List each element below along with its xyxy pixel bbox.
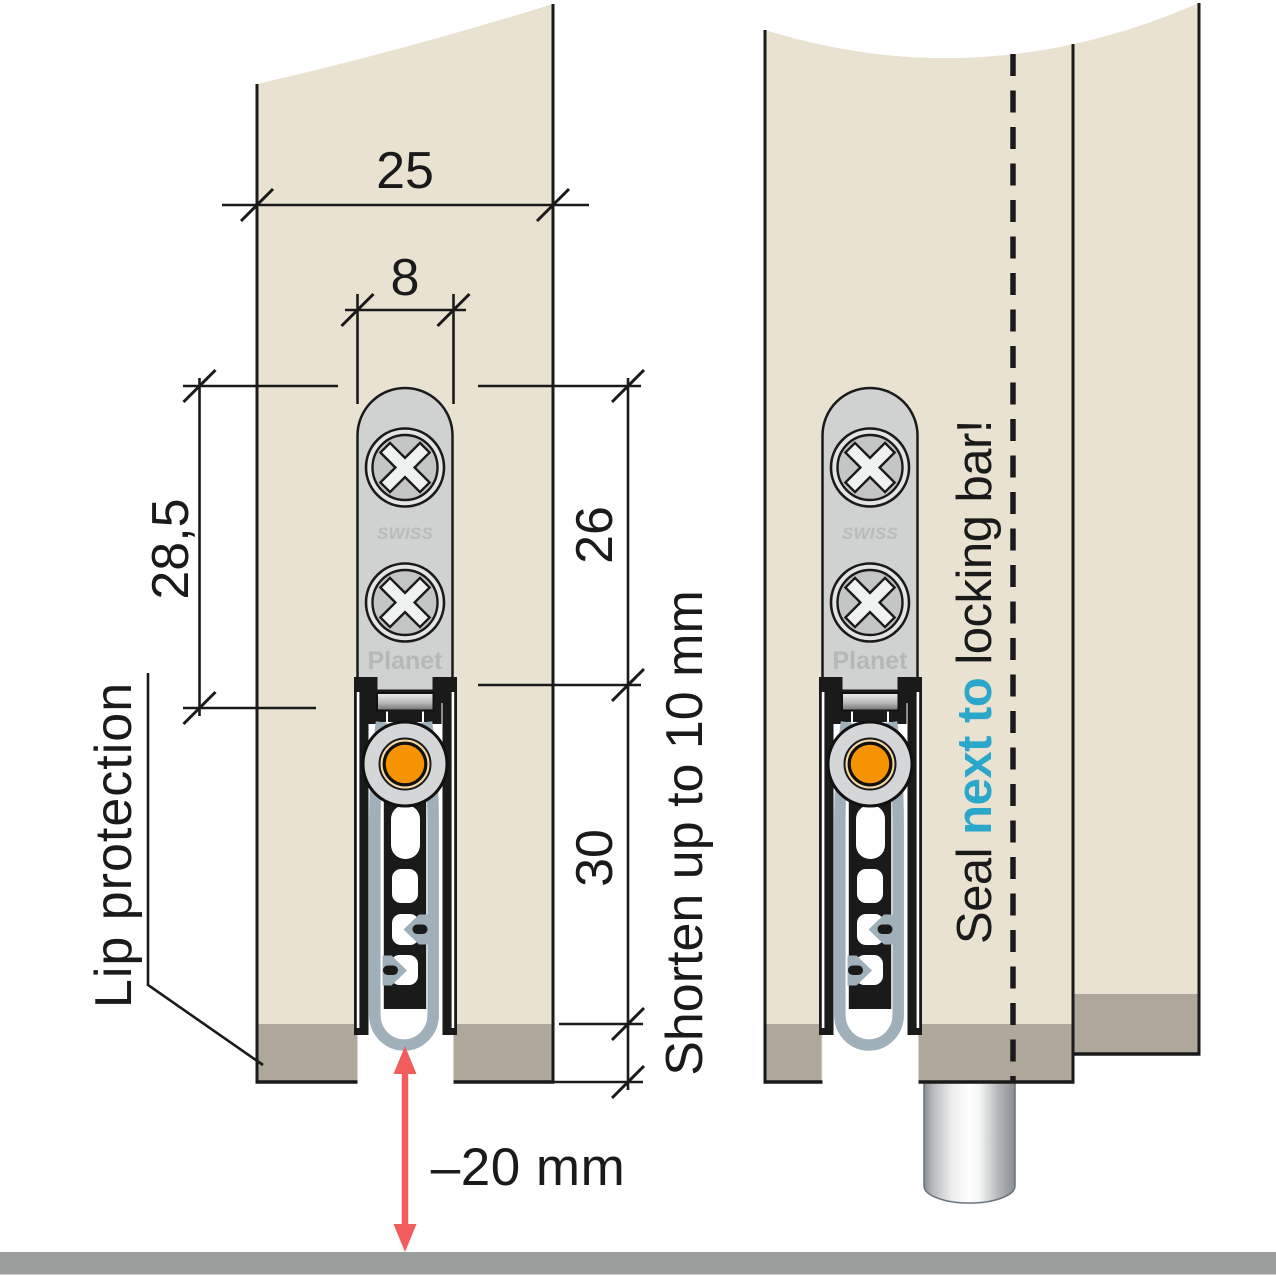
svg-text:26: 26 — [566, 506, 624, 564]
svg-text:–20 mm: –20 mm — [431, 1138, 625, 1197]
svg-text:Seal next to locking bar!: Seal next to locking bar! — [948, 420, 1002, 944]
svg-text:Shorten up to 10 mm: Shorten up to 10 mm — [656, 590, 714, 1076]
svg-text:8: 8 — [391, 249, 420, 307]
svg-text:30: 30 — [566, 829, 624, 887]
svg-text:Lip protection: Lip protection — [85, 682, 143, 1008]
svg-text:25: 25 — [376, 142, 434, 200]
svg-text:28,5: 28,5 — [142, 498, 200, 599]
